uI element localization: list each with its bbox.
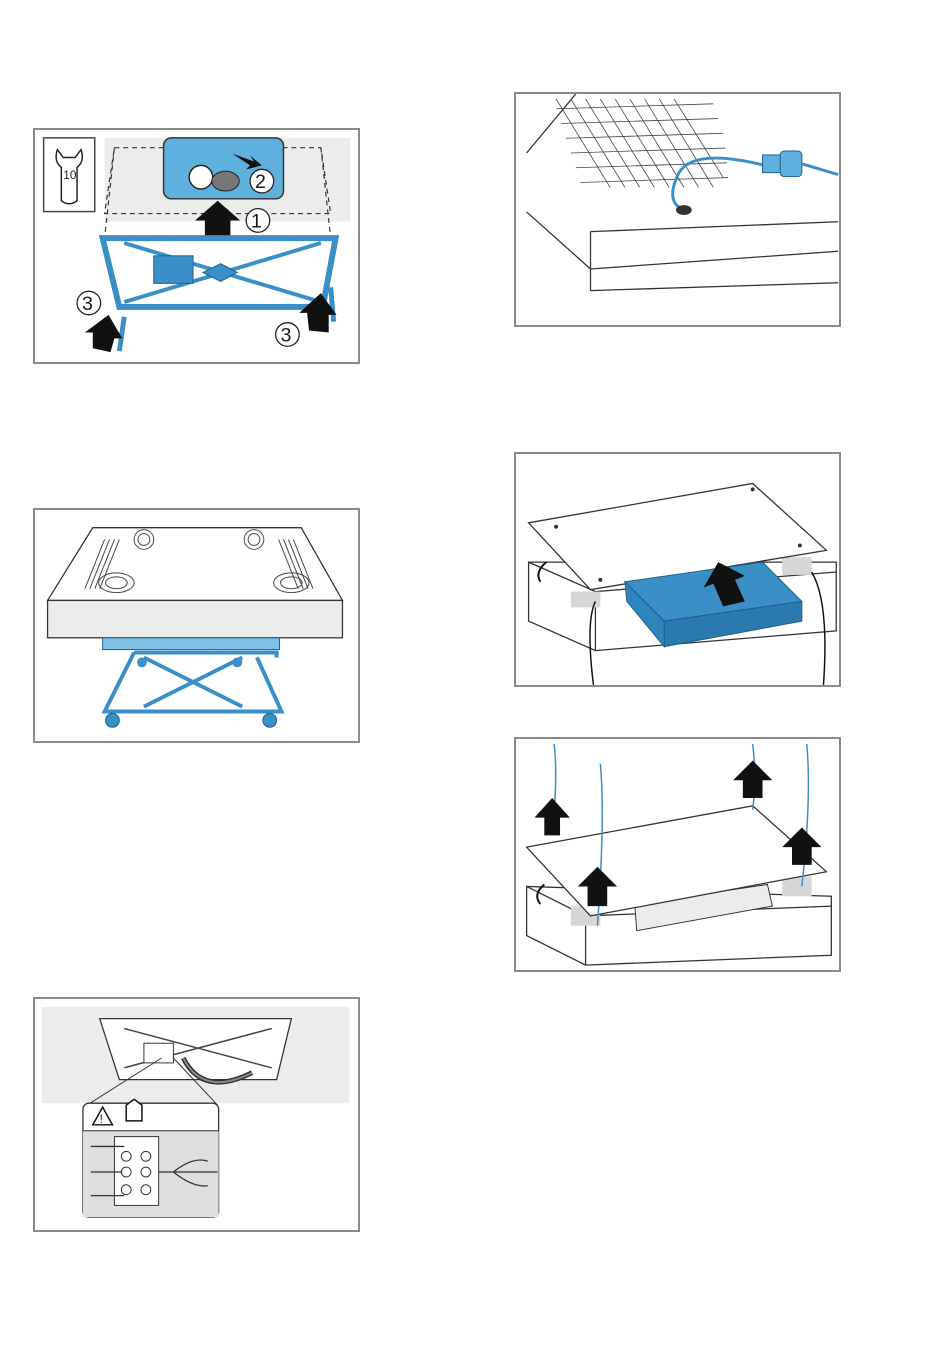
figure-lift-panel-cables	[514, 737, 841, 972]
figure-1-illustration: 10 2 1 3	[35, 130, 358, 362]
wrench-icon: 10	[44, 138, 95, 212]
callout-1: 1	[251, 210, 262, 232]
wrench-size-label: 10	[63, 169, 77, 182]
callout-2: 2	[255, 171, 266, 193]
scissor-lift	[105, 653, 282, 712]
electrician-icon	[126, 1099, 142, 1121]
detail-callout: 2	[164, 138, 284, 199]
figure-cable-connection	[514, 92, 841, 327]
figure-remove-cover	[514, 452, 841, 687]
callout-3-left: 3	[82, 293, 93, 315]
svg-text:!: !	[100, 1113, 103, 1126]
figure-hob-on-lift	[33, 508, 360, 743]
figure-wiring-diagram: !	[33, 997, 360, 1232]
callout-3-right: 3	[281, 324, 292, 346]
figure-lift-table-bolts: 10 2 1 3	[33, 128, 360, 364]
